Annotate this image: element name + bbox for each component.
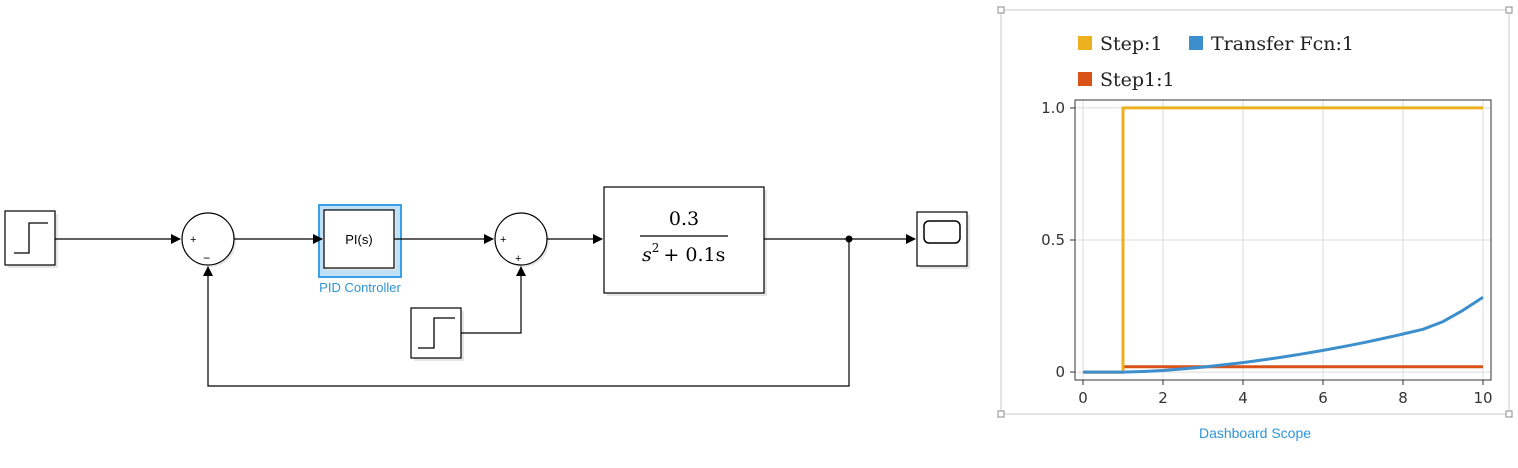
sum-block-disturbance[interactable]: + + <box>494 212 549 267</box>
dashboard-scope[interactable]: Step:1 Transfer Fcn:1 Step1:1 0 2 4 6 8 10 0 0.… <box>997 6 1513 441</box>
tf-numerator: 0.3 <box>669 208 699 230</box>
legend-label-step1: Step:1 <box>1100 33 1163 55</box>
y-tick-label: 0 <box>1055 363 1065 381</box>
series-lines <box>1083 106 1484 374</box>
selection-handles[interactable] <box>997 6 1513 418</box>
x-tick-label: 10 <box>1473 389 1492 407</box>
axis-ticks: 0 2 4 6 8 10 0 0.5 1.0 <box>1041 99 1492 407</box>
legend-swatch-step1 <box>1078 36 1092 50</box>
sum2-plus-bottom: + <box>515 253 521 265</box>
block-diagram: + − PI(s) PID Controller + + 0.3 <box>4 186 970 387</box>
branch-point <box>845 235 853 243</box>
handle-top-left <box>997 6 1005 14</box>
x-tick-label: 6 <box>1318 389 1328 407</box>
plot-border <box>1074 99 1492 381</box>
x-tick-label: 0 <box>1078 389 1088 407</box>
legend-label-transfer-fcn: Transfer Fcn:1 <box>1211 33 1354 55</box>
tf-denominator: s2+ 0.1s <box>642 241 725 266</box>
legend: Step:1 Transfer Fcn:1 Step1:1 <box>1078 33 1354 91</box>
signal-disturbance-to-sum2 <box>461 266 526 334</box>
series-line-transfer-fcn-1 <box>1083 296 1484 374</box>
y-tick-label: 0.5 <box>1041 231 1065 249</box>
handle-bottom-left <box>997 410 1005 418</box>
legend-swatch-step1-1 <box>1078 72 1092 86</box>
transfer-fcn-block[interactable]: 0.3 s2+ 0.1s <box>603 186 767 296</box>
tf-den-rest: + 0.1s <box>663 244 725 266</box>
signal-lines <box>55 234 916 387</box>
handle-bottom-right <box>1505 410 1513 418</box>
scope-block[interactable] <box>916 211 970 269</box>
x-tick-label: 2 <box>1158 389 1168 407</box>
handle-top-right <box>1505 6 1513 14</box>
sum1-plus-sign: + <box>190 234 196 246</box>
y-tick-label: 1.0 <box>1041 99 1065 117</box>
tf-den-s: s <box>642 244 652 266</box>
pid-controller-label: PID Controller <box>319 280 401 295</box>
step-block[interactable] <box>4 210 58 268</box>
sum2-plus-top: + <box>500 234 506 246</box>
pid-controller-block[interactable]: PI(s) <box>318 204 402 278</box>
legend-label-step1-1: Step1:1 <box>1100 69 1175 91</box>
x-tick-label: 8 <box>1398 389 1408 407</box>
scope-icon <box>923 220 961 244</box>
step-block-disturbance[interactable] <box>410 307 464 361</box>
tf-den-exp: 2 <box>652 241 660 255</box>
pid-block-text: PI(s) <box>345 232 372 247</box>
x-tick-label: 4 <box>1238 389 1248 407</box>
step-icon <box>418 317 455 349</box>
sum-block-error[interactable]: + − <box>181 212 236 267</box>
dashboard-scope-label: Dashboard Scope <box>1199 425 1311 441</box>
signal-feedback <box>203 239 850 387</box>
step-icon <box>14 222 48 254</box>
sum1-minus-sign: − <box>203 251 210 265</box>
legend-swatch-transfer-fcn <box>1189 36 1203 50</box>
